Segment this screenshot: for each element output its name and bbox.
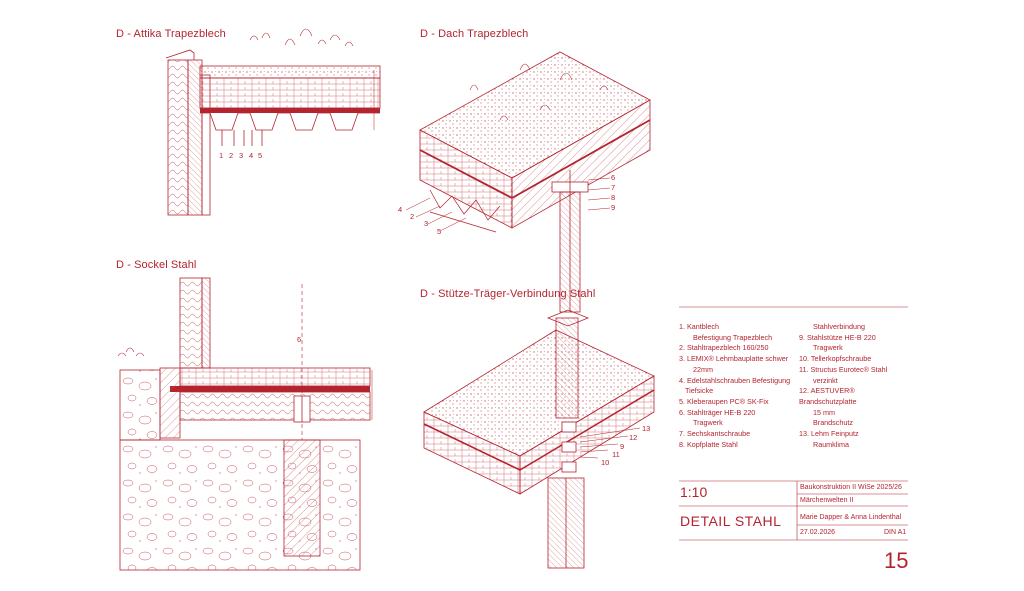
callout-number: 12 bbox=[629, 433, 638, 442]
callout-number: 1 bbox=[219, 151, 224, 160]
callout-number: 9 bbox=[611, 203, 616, 212]
attika-detail-drawing bbox=[165, 28, 381, 216]
callout-number: 3 bbox=[424, 219, 429, 228]
legend-item-sub: 15 mm bbox=[813, 407, 835, 417]
drawing-title-stuetze: D - Stütze-Träger-Verbindung Stahl bbox=[420, 288, 596, 300]
course-label: Baukonstruktion II WiSe 2025/26 bbox=[800, 484, 902, 491]
page-number: 15 bbox=[884, 548, 909, 573]
legend-item-sub: Brandschutz bbox=[813, 418, 853, 428]
callout-number: 6 bbox=[611, 173, 616, 182]
legend-item-sub: Raumklima bbox=[813, 439, 849, 449]
callout-number: 4 bbox=[249, 151, 254, 160]
callout-number: 5 bbox=[258, 151, 263, 160]
legend-column-2: Stahlverbindung 9. Stahlstütze HE-B 220 … bbox=[799, 322, 914, 450]
dach-detail-drawing bbox=[405, 51, 651, 313]
legend-item-sub: Stahlverbindung bbox=[813, 322, 865, 331]
legend-item-sub: Tiefsicke bbox=[685, 386, 714, 396]
legend-item: 13. Lehm Feinputz bbox=[799, 429, 859, 439]
callout-number: 5 bbox=[437, 227, 442, 236]
callout-number: 2 bbox=[410, 212, 415, 221]
stuetze-detail-drawing bbox=[423, 309, 655, 569]
callout-number: 3 bbox=[239, 151, 244, 160]
callout-number: 13 bbox=[642, 424, 651, 433]
legend-item: 10. Tellerkopfschraube bbox=[799, 354, 872, 364]
drawing-title-attika: D - Attika Trapezblech bbox=[116, 28, 226, 40]
title-block-lines bbox=[679, 306, 908, 541]
sheet-title: DETAIL STAHL bbox=[680, 513, 782, 529]
format-label: DIN A1 bbox=[884, 529, 907, 536]
legend-item: 6. Stahlträger HE-B 220 bbox=[679, 407, 756, 417]
legend-item-sub: 22mm bbox=[693, 364, 713, 374]
legend-item: 1. Kantblech bbox=[679, 322, 719, 331]
callout-number: 6 bbox=[297, 335, 302, 344]
callout-number: 7 bbox=[611, 183, 616, 192]
legend-item: 3. LEMIX® Lehmbauplatte schwer bbox=[679, 354, 789, 364]
callout-number: 10 bbox=[601, 458, 610, 467]
legend-column-1: 1. Kantblech Befestigung Trapezblech 2. … bbox=[679, 322, 909, 450]
callout-number: 11 bbox=[612, 450, 620, 459]
legend-item: 9. Stahlstütze HE-B 220 bbox=[799, 332, 876, 342]
date-label: 27.02.2026 bbox=[800, 529, 836, 536]
legend-item: 12. AESTUVER® Brandschutzplatte bbox=[799, 386, 857, 406]
legend-item: 2. Stahltrapezblech 160/250 bbox=[679, 343, 769, 353]
drawing-title-sockel: D - Sockel Stahl bbox=[116, 259, 197, 271]
drawing-title-dach: D - Dach Trapezblech bbox=[420, 28, 529, 40]
sockel-detail-drawing bbox=[117, 277, 373, 571]
legend-item: 8. Kopfplatte Stahl bbox=[679, 439, 738, 449]
legend-item: 5. Kleberaupen PC® SK-Fix bbox=[679, 396, 769, 406]
authors-label: Marie Dapper & Anna Lindenthal bbox=[800, 514, 902, 521]
scale-label: 1:10 bbox=[680, 484, 708, 500]
legend-item: 7. Sechskantschraube bbox=[679, 429, 751, 439]
legend-item-sub: Tragwerk bbox=[813, 343, 843, 353]
legend-item-sub: verzinkt bbox=[813, 375, 838, 385]
callout-number: 4 bbox=[398, 205, 403, 214]
project-label: Märchenwelten II bbox=[800, 497, 854, 504]
material-legend: 1. Kantblech Befestigung Trapezblech 2. … bbox=[679, 322, 909, 450]
legend-item: 11. Structus Eurotec® Stahl bbox=[799, 364, 888, 374]
legend-item: 4. Edelstahlschrauben Befestigung bbox=[679, 375, 791, 385]
callout-number: 8 bbox=[611, 193, 616, 202]
legend-item-sub: Befestigung Trapezblech bbox=[693, 332, 773, 342]
legend-item-sub: Tragwerk bbox=[693, 418, 723, 428]
callout-number: 2 bbox=[229, 151, 234, 160]
callout-number: 9 bbox=[620, 442, 625, 451]
